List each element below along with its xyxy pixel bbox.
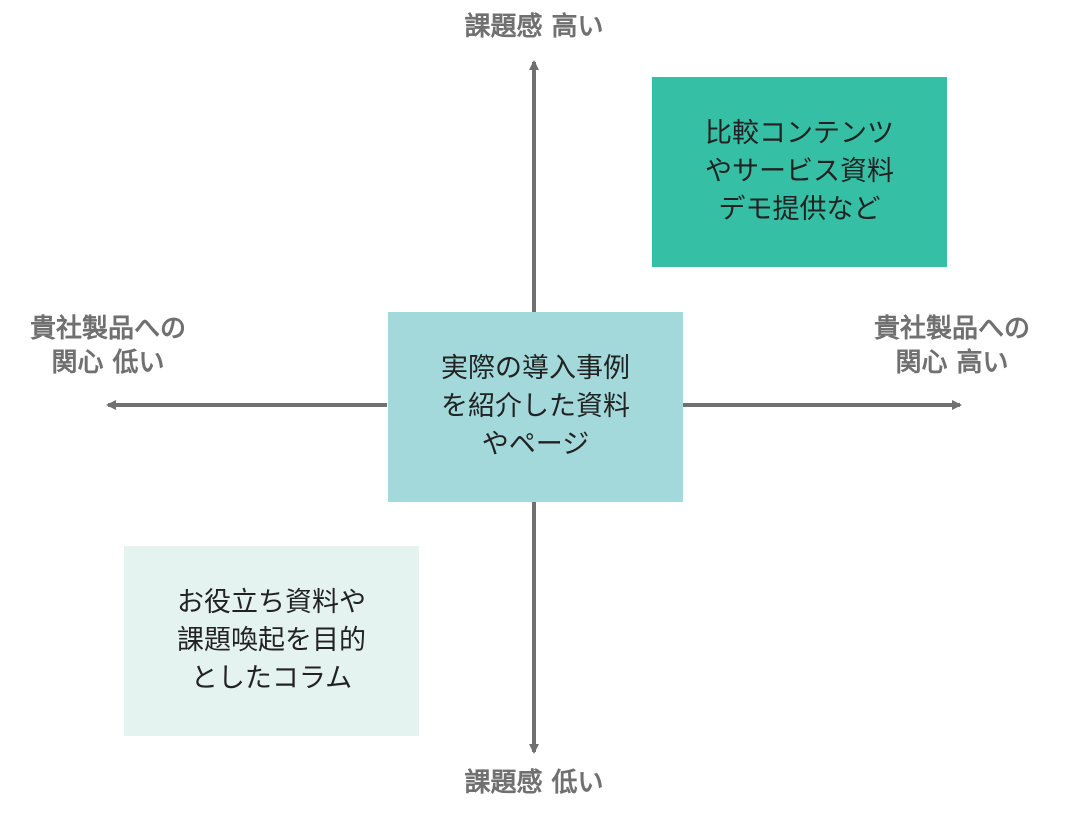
box-top-right-line-2: やサービス資料 xyxy=(705,156,894,187)
box-top-right-line-1: 比較コンテンツ xyxy=(705,118,894,149)
box-bottom-left-line-2: 課題喚起を目的 xyxy=(177,625,366,656)
axis-label-right-line-1: 貴社製品への xyxy=(873,314,1030,344)
axis-label-top: 課題感 高い xyxy=(434,10,634,44)
box-bottom-left: お役立ち資料や 課題喚起を目的 としたコラム xyxy=(124,546,419,736)
axis-label-bottom-text: 課題感 低い xyxy=(464,768,604,798)
box-center-line-3: やページ xyxy=(481,429,590,460)
axis-label-top-text: 課題感 高い xyxy=(464,12,604,42)
axis-label-left-line-1: 貴社製品への xyxy=(29,314,186,344)
box-bottom-left-line-3: としたコラム xyxy=(190,663,353,694)
box-bottom-left-line-1: お役立ち資料や xyxy=(177,587,366,618)
box-center-line-1: 実際の導入事例 xyxy=(441,353,630,384)
axis-label-bottom: 課題感 低い xyxy=(434,766,634,800)
axis-label-right: 貴社製品への 関心 高い xyxy=(852,312,1052,380)
box-top-right-line-3: デモ提供など xyxy=(718,194,881,225)
box-center-line-2: を紹介した資料 xyxy=(441,391,630,422)
axis-label-right-line-2: 関心 高い xyxy=(895,348,1009,378)
axis-label-left-line-2: 関心 低い xyxy=(51,348,165,378)
box-center: 実際の導入事例 を紹介した資料 やページ xyxy=(388,312,683,502)
axis-label-left: 貴社製品への 関心 低い xyxy=(8,312,208,380)
box-top-right: 比較コンテンツ やサービス資料 デモ提供など xyxy=(652,77,947,267)
